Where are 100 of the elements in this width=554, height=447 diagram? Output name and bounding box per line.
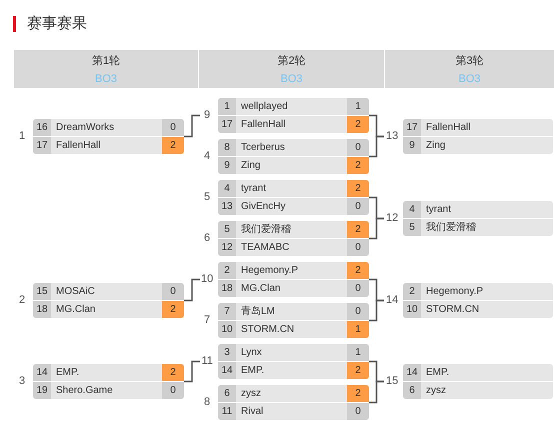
seed-cell: 18: [218, 280, 236, 297]
seed-cell: 9: [218, 157, 236, 174]
team-name: tyrant: [241, 182, 266, 194]
team-name: 青岛LM: [241, 306, 275, 318]
bracket-line: [184, 278, 200, 302]
team-name: wellplayed: [241, 100, 288, 112]
seed-cell: 9: [403, 137, 421, 154]
winning-score-cell: 2: [347, 221, 369, 238]
score-cell: 1: [347, 98, 369, 115]
match-number: 13: [386, 130, 398, 143]
match-format: BO3: [458, 73, 480, 86]
seed-cell: 6: [218, 385, 236, 402]
round-header: [199, 50, 384, 88]
score-cell: 1: [347, 344, 369, 361]
team-name: Hegemony.P: [426, 286, 484, 298]
team-name: Zing: [426, 140, 446, 152]
match-number: 6: [204, 232, 210, 245]
match-number: 11: [202, 355, 213, 368]
match-number: 14: [386, 294, 398, 307]
team-name: FallenHall: [426, 122, 470, 134]
seed-cell: 2: [218, 262, 236, 279]
team-name: GivEncHy: [241, 200, 286, 212]
seed-cell: 4: [403, 201, 421, 218]
winning-score-cell: 2: [162, 137, 184, 154]
match-number: 3: [19, 375, 26, 388]
team-name: EMP.: [241, 364, 264, 376]
score-cell: 0: [162, 283, 184, 300]
seed-cell: 10: [403, 301, 421, 318]
match-number: 7: [204, 314, 210, 327]
seed-cell: 19: [33, 382, 51, 399]
page-title: 赛事赛果: [13, 16, 87, 32]
score-cell: 0: [347, 280, 369, 297]
seed-cell: 2: [403, 283, 421, 300]
match-number: 8: [204, 396, 210, 409]
match-number: 15: [386, 375, 398, 388]
seed-cell: 8: [218, 139, 236, 156]
round-header: [385, 50, 554, 88]
match-number: 2: [19, 294, 26, 307]
team-name: TEAMABC: [241, 242, 290, 254]
team-name: Shero.Game: [56, 384, 113, 396]
round-header: [14, 50, 198, 88]
bracket-line: [369, 136, 384, 158]
team-name: MOSAiC: [56, 286, 95, 298]
seed-cell: 11: [218, 403, 236, 420]
winning-score-cell: 1: [347, 321, 369, 338]
seed-cell: 17: [403, 119, 421, 136]
score-cell: 0: [347, 139, 369, 156]
seed-cell: 17: [218, 116, 236, 133]
match-number: 1: [19, 130, 26, 143]
winning-score-cell: 2: [162, 301, 184, 318]
winning-score-cell: 2: [347, 180, 369, 197]
seed-cell: 5: [218, 221, 236, 238]
seed-cell: 17: [33, 137, 51, 154]
team-name: DreamWorks: [56, 122, 114, 134]
winning-score-cell: 2: [347, 116, 369, 133]
match-format: BO3: [280, 73, 302, 86]
team-name: EMP.: [426, 366, 450, 378]
seed-cell: 13: [218, 198, 236, 215]
match-format: BO3: [94, 73, 117, 86]
score-cell: 0: [347, 403, 369, 420]
match-number: 10: [201, 273, 214, 286]
winning-score-cell: 2: [347, 157, 369, 174]
score-cell: 0: [347, 198, 369, 215]
seed-cell: 6: [403, 382, 421, 399]
seed-cell: 4: [218, 180, 236, 197]
seed-cell: 14: [218, 362, 236, 379]
team-name: FallenHall: [241, 118, 286, 130]
score-cell: 0: [162, 382, 184, 399]
winning-score-cell: 2: [347, 385, 369, 402]
team-name: 我们爱滑稽: [426, 222, 476, 234]
team-name: Lynx: [241, 346, 262, 358]
team-name: STORM.CN: [241, 324, 294, 336]
seed-cell: 16: [33, 119, 51, 136]
bracket-line: [184, 360, 200, 382]
seed-cell: 18: [33, 301, 51, 318]
seed-cell: 14: [403, 364, 421, 381]
match-number: 4: [204, 150, 210, 163]
seed-cell: 15: [33, 283, 51, 300]
team-name: MG.Clan: [241, 282, 280, 294]
seed-cell: 14: [33, 364, 51, 381]
seed-cell: 10: [218, 321, 236, 338]
team-name: zysz: [241, 388, 261, 400]
bracket-line: [369, 218, 384, 240]
winning-score-cell: 2: [162, 364, 184, 381]
team-name: Hegemony.P: [241, 264, 298, 276]
seed-cell: 3: [218, 344, 236, 361]
round-name: 第2轮: [277, 55, 306, 68]
match-number: 9: [204, 109, 210, 122]
match-number: 12: [386, 212, 398, 225]
winning-score-cell: 2: [347, 262, 369, 279]
team-name: FallenHall: [56, 140, 100, 152]
score-cell: 0: [162, 119, 184, 136]
bracket-line: [369, 300, 384, 322]
team-name: 我们爱滑稽: [241, 224, 291, 236]
seed-cell: 12: [218, 239, 236, 256]
team-name: Tcerberus: [241, 142, 285, 154]
seed-cell: 1: [218, 98, 236, 115]
round-name: 第3轮: [455, 55, 484, 68]
team-name: MG.Clan: [56, 304, 96, 316]
score-cell: 0: [347, 239, 369, 256]
